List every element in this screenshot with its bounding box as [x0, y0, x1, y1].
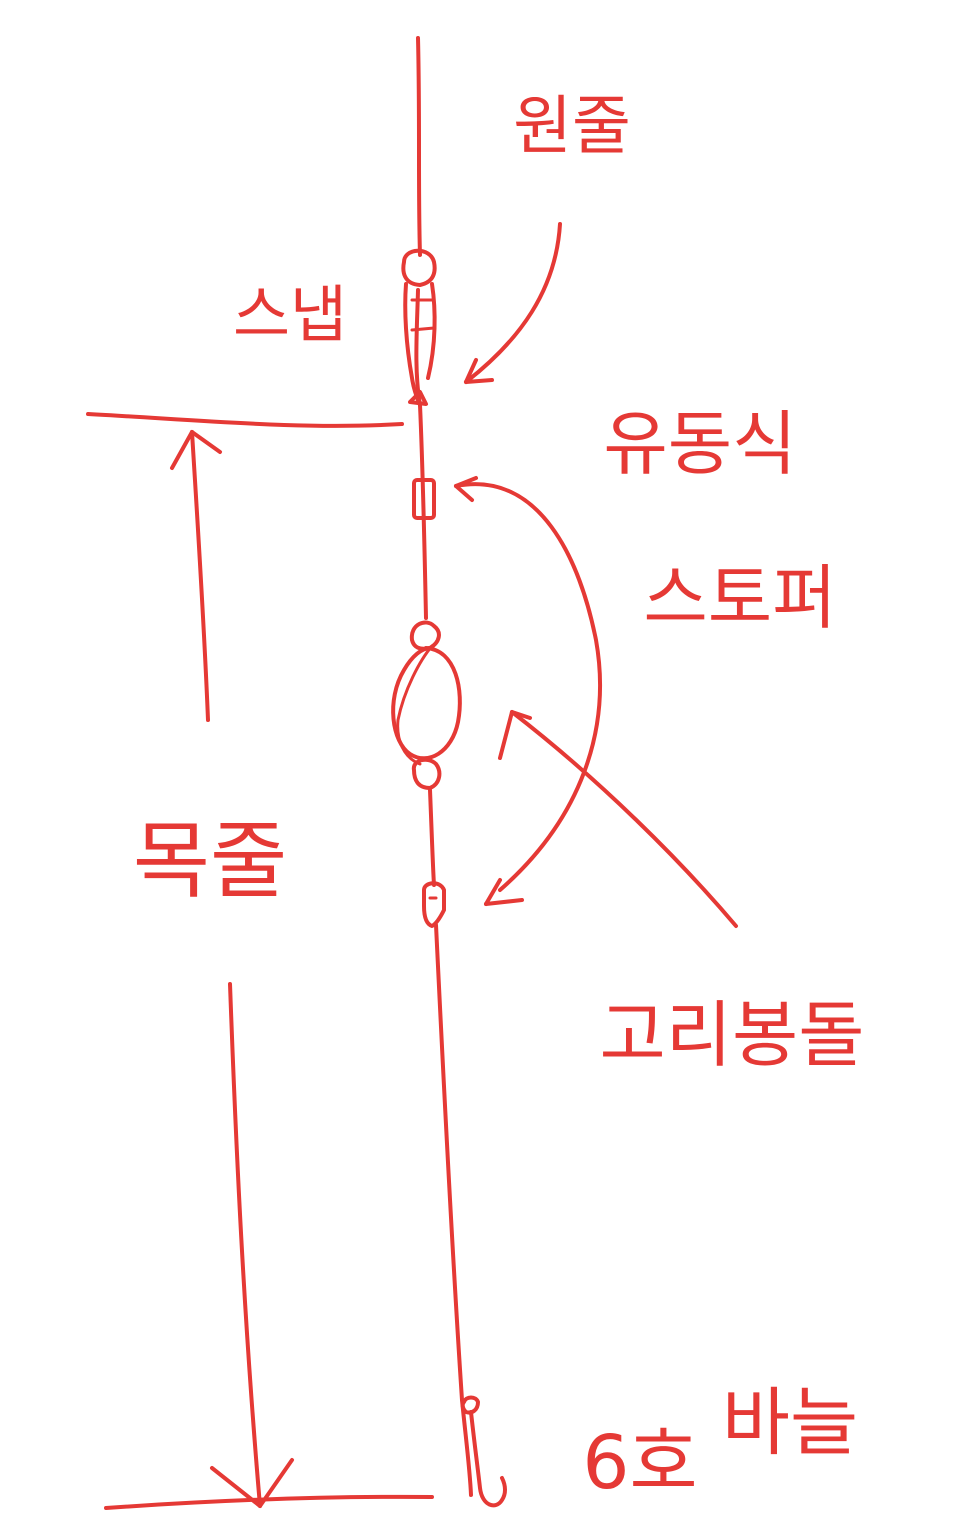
label-tail-float: 고리봉돌: [600, 993, 865, 1077]
label-float-stopper-line2: 스토퍼: [643, 557, 836, 639]
lower-stopper: [422, 881, 446, 928]
upper-stopper: [412, 478, 436, 520]
label-leader: 목줄: [133, 812, 288, 910]
arrow-main-line: [464, 222, 562, 384]
bottom-line: [104, 1494, 434, 1510]
arrow-sinker: [498, 710, 738, 928]
main-line: [414, 36, 473, 1497]
hook: [460, 1395, 507, 1508]
sinker: [391, 620, 462, 790]
label-hook-size: 6호: [582, 1420, 697, 1506]
label-hook: 바늘: [722, 1380, 858, 1466]
leader-length-arrow: [170, 430, 294, 1508]
snap-swivel: [401, 248, 437, 407]
label-main-line: 원줄: [513, 90, 631, 164]
arrow-stoppers: [454, 476, 602, 906]
label-snap: 스냅: [233, 278, 347, 351]
label-float-stopper-line1: 유동식: [603, 403, 796, 485]
leader-top-line: [86, 412, 404, 428]
